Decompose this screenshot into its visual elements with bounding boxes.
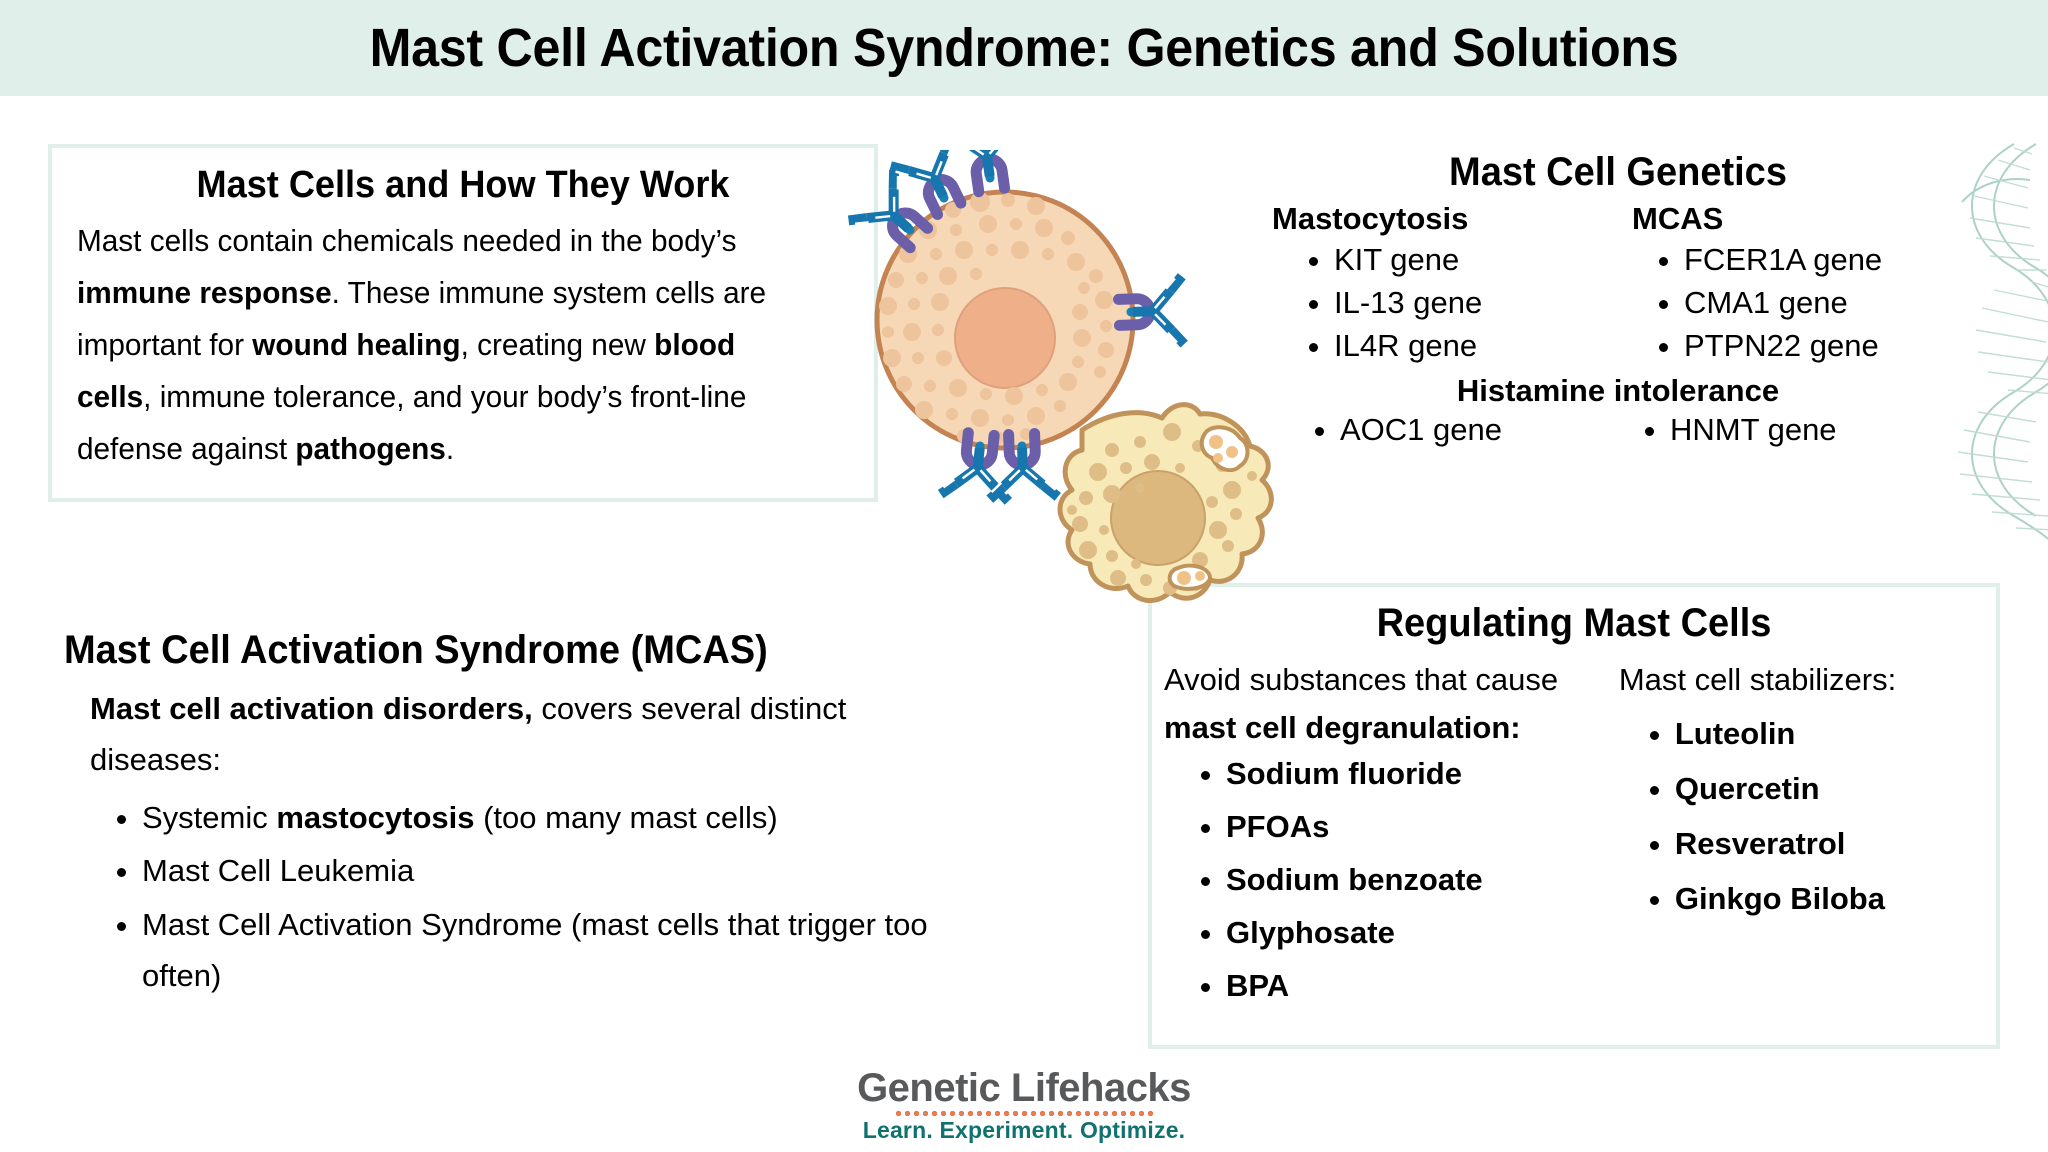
- regulating-column-stabilizers: Mast cell stabilizers: Luteolin Querceti…: [1603, 656, 1992, 1023]
- stabilizers-list: Luteolin Quercetin Resveratrol Ginkgo Bi…: [1619, 718, 1992, 914]
- list-item: CMA1 gene: [1684, 282, 1968, 325]
- card-body-how-they-work: Mast cells contain chemicals needed in t…: [76, 223, 767, 467]
- list-item: PTPN22 gene: [1684, 325, 1968, 368]
- list-item: AOC1 gene: [1340, 410, 1618, 450]
- list-item: Mast Cell Leukemia: [142, 845, 964, 896]
- subsection-heading-histamine-intolerance: Histamine intolerance: [1456, 373, 1780, 409]
- list-item: Sodium benzoate: [1226, 864, 1603, 895]
- list-item: BPA: [1226, 970, 1603, 1001]
- regulating-column-avoid: Avoid substances that cause mast cell de…: [1164, 656, 1603, 1023]
- mast-cell-genetics-section: Mast Cell Genetics Mastocytosis KIT gene…: [1268, 150, 1968, 451]
- section-title-mcas: Mast Cell Activation Syndrome (MCAS): [64, 628, 768, 672]
- ige-receptor-cluster-bottom: [941, 431, 1058, 502]
- title-banner: Mast Cell Activation Syndrome: Genetics …: [0, 0, 2048, 96]
- mcas-intro-text: Mast cell activation disorders, covers s…: [90, 691, 847, 778]
- site-logo: Genetic Lifehacks Learn. Experiment. Opt…: [0, 1068, 2048, 1142]
- stabilizers-lead-text: Mast cell stabilizers:: [1618, 662, 1897, 697]
- mast-cell-illustration: [840, 150, 1300, 650]
- list-item: FCER1A gene: [1684, 239, 1968, 282]
- regulating-mast-cells-card: Regulating Mast Cells Avoid substances t…: [1148, 583, 2000, 1049]
- list-item: Mast Cell Activation Syndrome (mast cell…: [142, 899, 964, 1002]
- column-heading-mastocytosis: Mastocytosis: [1272, 201, 1469, 236]
- list-item: IL4R gene: [1334, 325, 1618, 368]
- list-item: Sodium fluoride: [1226, 758, 1603, 789]
- regulating-columns: Avoid substances that cause mast cell de…: [1152, 656, 1996, 1023]
- list-item: Resveratrol: [1675, 828, 1992, 859]
- column-heading-mcas: MCAS: [1632, 201, 1724, 236]
- gene-list-histamine-right: HNMT gene: [1618, 410, 1968, 450]
- section-title-genetics: Mast Cell Genetics: [1449, 150, 1787, 194]
- mast-cells-how-they-work-card: Mast Cells and How They Work Mast cells …: [48, 144, 878, 502]
- histamine-columns: AOC1 gene HNMT gene: [1268, 410, 1968, 450]
- mcas-section: Mast Cell Activation Syndrome (MCAS) Mas…: [64, 628, 964, 1004]
- page-title: Mast Cell Activation Syndrome: Genetics …: [369, 18, 1679, 78]
- card-title-how-they-work: Mast Cells and How They Work: [196, 164, 730, 206]
- histamine-column-left: AOC1 gene: [1268, 410, 1618, 450]
- gene-list-histamine-left: AOC1 gene: [1268, 410, 1618, 450]
- mast-cell-body: [874, 189, 1136, 451]
- list-item: PFOAs: [1226, 811, 1603, 842]
- mcas-disease-list: Systemic mastocytosis (too many mast cel…: [64, 792, 964, 1002]
- list-item: Luteolin: [1675, 718, 1992, 749]
- genetics-column-mastocytosis: Mastocytosis KIT gene IL-13 gene IL4R ge…: [1268, 201, 1618, 367]
- avoid-substances-list: Sodium fluoride PFOAs Sodium benzoate Gl…: [1164, 758, 1603, 1001]
- avoid-lead-text: Avoid substances that cause mast cell de…: [1164, 662, 1559, 746]
- degranulating-mast-cell: [1057, 402, 1274, 603]
- histamine-column-right: HNMT gene: [1618, 410, 1968, 450]
- logo-dot-divider: [891, 1109, 1157, 1118]
- card-title-regulating: Regulating Mast Cells: [1376, 601, 1772, 645]
- logo-tagline: Learn. Experiment. Optimize.: [862, 1117, 1186, 1143]
- list-item: Ginkgo Biloba: [1675, 883, 1992, 914]
- list-item: KIT gene: [1334, 239, 1618, 282]
- gene-list-mastocytosis: KIT gene IL-13 gene IL4R gene: [1268, 239, 1618, 367]
- genetics-column-mcas: MCAS FCER1A gene CMA1 gene PTPN22 gene: [1618, 201, 1968, 367]
- list-item: Glyphosate: [1226, 917, 1603, 948]
- logo-brand-name: Genetic Lifehacks: [857, 1066, 1191, 1110]
- list-item: IL-13 gene: [1334, 282, 1618, 325]
- genetics-columns: Mastocytosis KIT gene IL-13 gene IL4R ge…: [1268, 201, 1968, 367]
- list-item: Quercetin: [1675, 773, 1992, 804]
- ige-receptor-right: [1118, 276, 1184, 346]
- list-item: Systemic mastocytosis (too many mast cel…: [142, 792, 964, 843]
- gene-list-mcas: FCER1A gene CMA1 gene PTPN22 gene: [1618, 239, 1968, 367]
- list-item: HNMT gene: [1670, 410, 1968, 450]
